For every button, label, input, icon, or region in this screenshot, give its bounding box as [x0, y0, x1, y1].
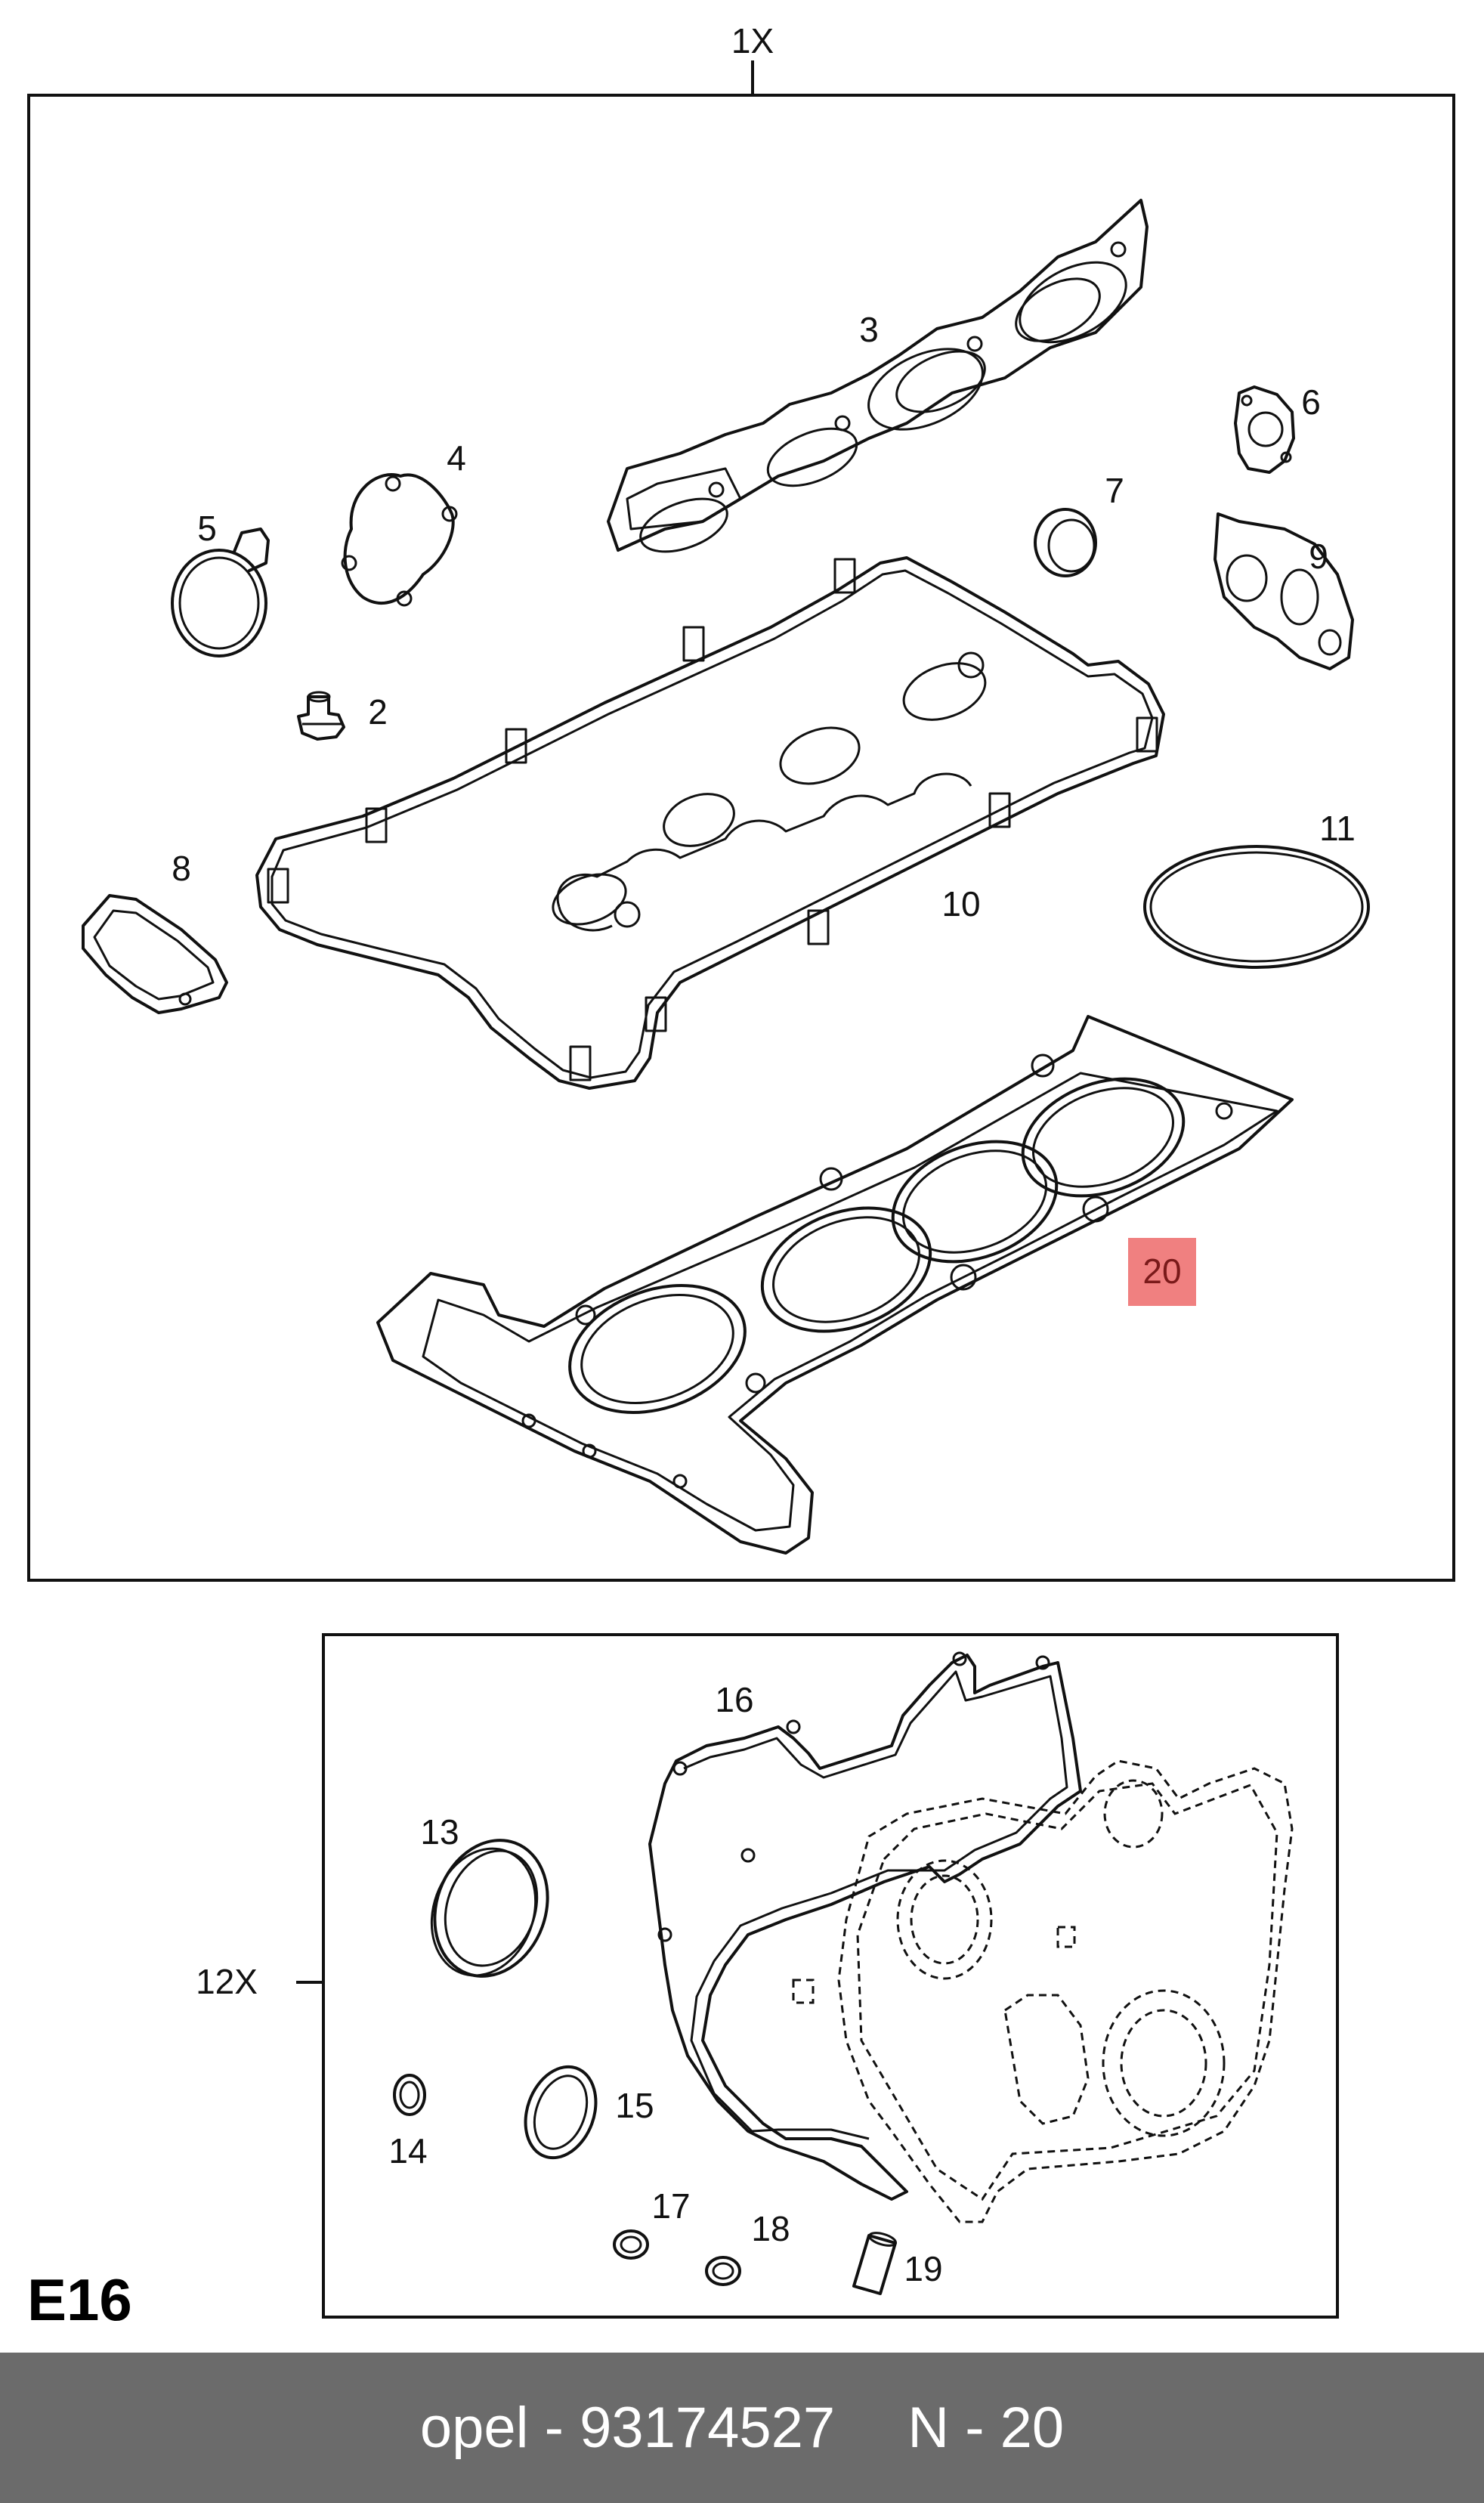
footer-bar: opel - 93174527 N - 20 [0, 2353, 1484, 2503]
label-part-9: 9 [1309, 537, 1328, 576]
label-part-18: 18 [751, 2209, 790, 2248]
label-part-14: 14 [388, 2131, 427, 2170]
timing-cover-outline [792, 1759, 1294, 2223]
part-7-ring[interactable] [1034, 508, 1097, 577]
footer-separator: - [544, 2396, 564, 2460]
part-5-seal[interactable] [171, 528, 270, 657]
footer-position: N - 20 [907, 2396, 1065, 2460]
label-part-15: 15 [615, 2086, 654, 2125]
label-part-5: 5 [197, 509, 217, 548]
label-part-10: 10 [941, 884, 980, 924]
label-part-4: 4 [447, 438, 466, 478]
part-15-seal[interactable] [513, 2057, 608, 2168]
label-part-16: 16 [715, 1680, 753, 1719]
part-9-housing-gasket[interactable] [1213, 512, 1354, 670]
part-19-sleeve[interactable] [852, 2230, 897, 2295]
part-11-o-ring[interactable] [1143, 845, 1370, 969]
part-4-gasket[interactable] [341, 473, 458, 607]
part-20-head-gasket[interactable] [376, 1015, 1294, 1555]
label-part-19: 19 [904, 2249, 942, 2288]
section-code: E16 [27, 2266, 132, 2333]
label-part-3: 3 [859, 310, 879, 349]
part-6-flange-gasket[interactable] [1234, 385, 1295, 474]
part-10-valve-cover-gasket[interactable] [255, 556, 1165, 1090]
exploded-parts-diagram: 1X 3 4 5 6 [27, 21, 1455, 2319]
label-part-11: 11 [1319, 809, 1356, 848]
part-17-o-ring[interactable] [613, 2229, 649, 2260]
footer-part-number: 93174527 [580, 2396, 836, 2460]
label-part-13: 13 [420, 1812, 459, 1852]
label-part-2: 2 [368, 692, 388, 732]
lower-kit-frame: 12X [196, 1633, 1339, 2319]
part-18-o-ring[interactable] [705, 2256, 741, 2286]
upper-kit-frame: 1X [27, 21, 1455, 1582]
upper-kit-label: 1X [731, 21, 774, 60]
part-8-gasket[interactable] [82, 894, 228, 1014]
part-2-stem-seal[interactable] [297, 691, 345, 741]
lower-kit-label: 12X [196, 1962, 258, 2001]
label-part-8: 8 [172, 849, 191, 888]
part-20-highlight-badge [1128, 1238, 1196, 1306]
part-16-timing-cover-gasket[interactable] [648, 1651, 1082, 2201]
label-part-7: 7 [1105, 471, 1124, 510]
part-14-o-ring[interactable] [393, 2074, 426, 2116]
part-13-crank-seal[interactable] [415, 1824, 567, 1992]
label-part-20: 20 [1142, 1252, 1181, 1291]
part-3-manifold-gasket[interactable] [607, 199, 1149, 562]
label-part-6: 6 [1301, 382, 1321, 422]
label-part-17: 17 [651, 2186, 690, 2226]
footer-brand: opel [419, 2396, 529, 2460]
